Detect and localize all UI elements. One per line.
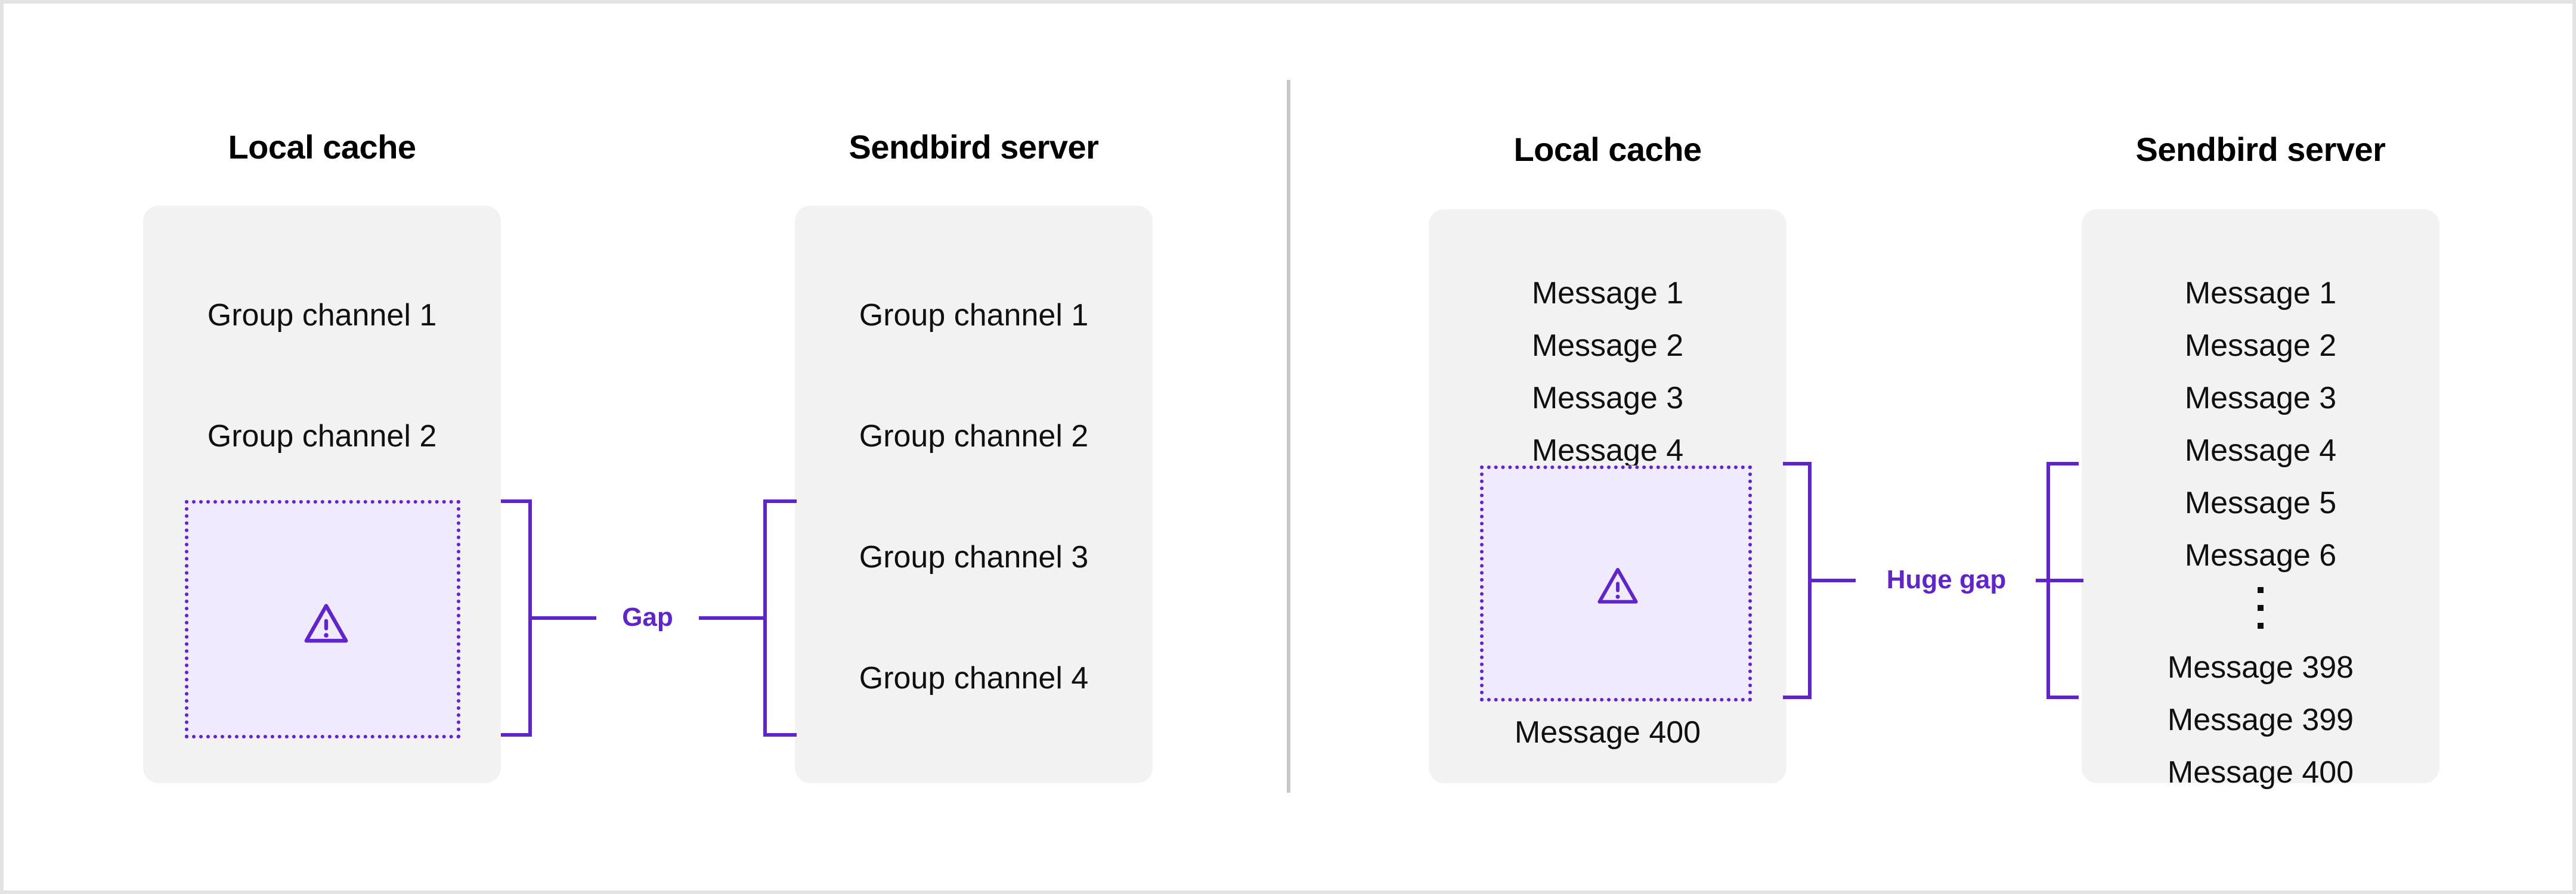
right-gap-label: Huge gap	[1886, 565, 2007, 594]
right-bracket2-spine	[2046, 462, 2050, 699]
list-item: Message 400	[2167, 755, 2354, 790]
right-server-title: Sendbird server	[2135, 131, 2386, 168]
list-item: Group channel 2	[859, 419, 1089, 454]
left-server-card: Group channel 1 Group channel 2 Group ch…	[795, 206, 1153, 783]
left-bracket-stem	[528, 616, 596, 620]
right-bracket-bottom-arm	[1783, 696, 1812, 699]
left-gap-label: Gap	[622, 603, 673, 632]
left-bracket-top-arm	[501, 499, 532, 503]
right-bracket-top-arm	[1783, 462, 1812, 465]
list-item: Message 2	[2184, 328, 2337, 363]
list-item: Message 4	[2184, 433, 2337, 468]
left-gap-placeholder	[185, 500, 460, 738]
list-item: Message 3	[1531, 381, 1684, 415]
list-item: Group channel 1	[207, 298, 437, 333]
list-item: Message 3	[2184, 381, 2337, 415]
left-local-cache-card: Group channel 1 Group channel 2	[143, 206, 501, 783]
right-bracket2-bottom-arm	[2046, 696, 2079, 699]
right-bracket2-stem	[2036, 579, 2083, 582]
right-server-card: Message 1 Message 2 Message 3 Message 4 …	[2082, 209, 2439, 788]
list-item: Message 400	[1514, 715, 1701, 750]
list-item: Message 1	[2184, 276, 2337, 311]
list-item: Message 398	[2167, 650, 2354, 685]
list-item: Message 6	[2184, 538, 2337, 573]
diagram-canvas: Local cache Sendbird server Group channe…	[4, 4, 2572, 890]
right-local-cache-card: Message 1 Message 2 Message 3 Message 4 …	[1429, 209, 1787, 783]
right-gap-placeholder	[1480, 465, 1752, 701]
center-divider	[1287, 80, 1290, 793]
left-bracket2-bottom-arm	[763, 733, 797, 737]
list-item: Group channel 1	[859, 298, 1089, 333]
right-bracket2-top-arm	[2046, 462, 2079, 465]
left-bracket2-stem	[699, 616, 767, 620]
list-item: Group channel 4	[859, 661, 1089, 696]
list-item: Message 1	[1531, 276, 1684, 311]
list-item: Message 5	[2184, 486, 2337, 520]
left-bracket2-top-arm	[763, 499, 797, 503]
list-item: Message 399	[2167, 703, 2354, 737]
warning-triangle-icon	[304, 601, 349, 647]
list-item: Group channel 3	[859, 540, 1089, 575]
list-item: Group channel 2	[207, 419, 437, 454]
right-bracket-stem	[1808, 579, 1856, 582]
left-local-cache-title: Local cache	[228, 128, 416, 166]
right-local-cache-title: Local cache	[1513, 131, 1702, 168]
warning-triangle-icon	[1597, 566, 1639, 608]
left-bracket2-spine	[763, 499, 767, 737]
left-bracket-bottom-arm	[501, 733, 532, 737]
list-item: Message 2	[1531, 328, 1684, 363]
left-server-title: Sendbird server	[849, 128, 1099, 166]
list-item: Message 4	[1531, 433, 1684, 468]
